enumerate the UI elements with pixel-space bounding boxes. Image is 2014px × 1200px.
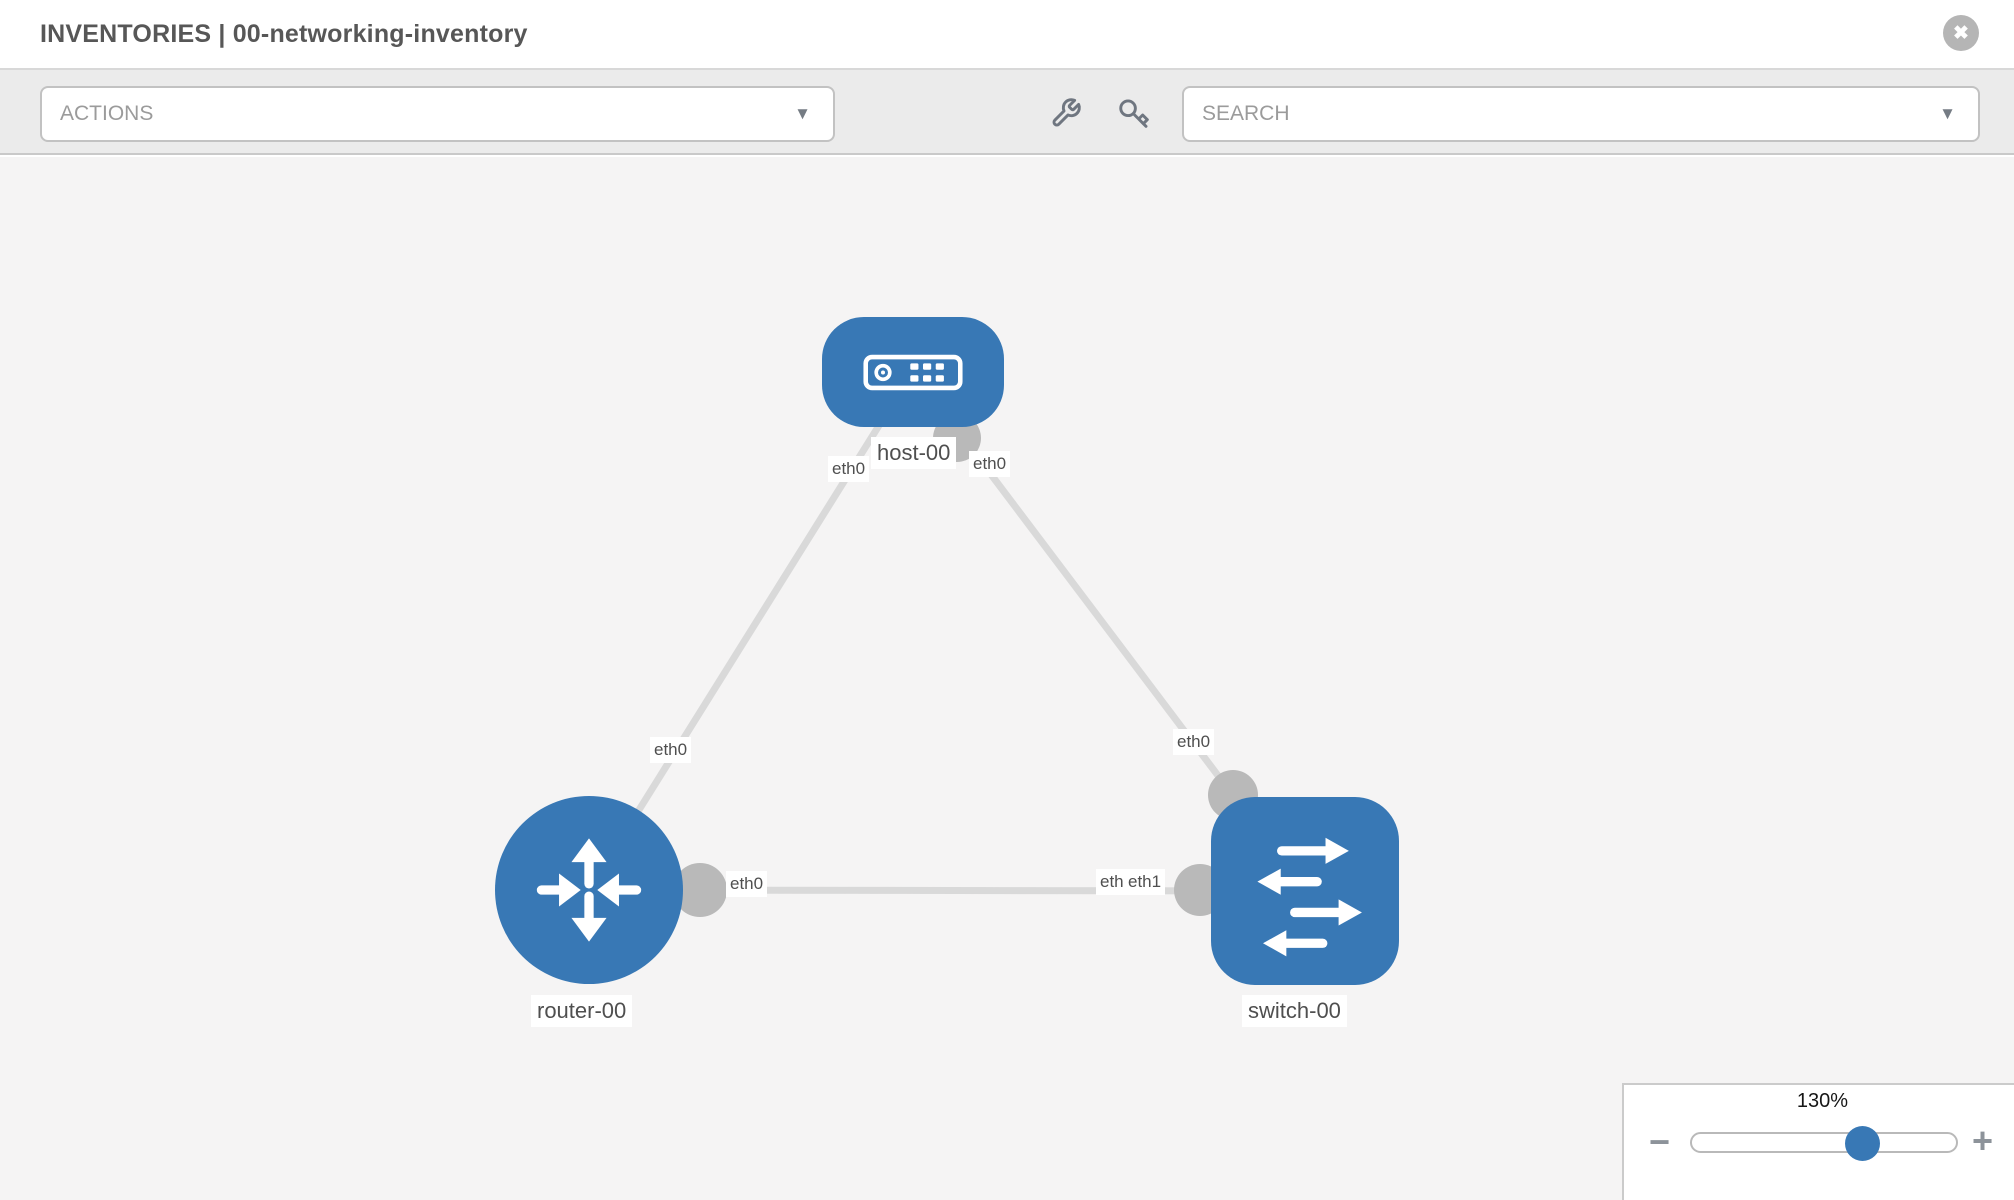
host-icon: [863, 354, 963, 390]
search-placeholder: SEARCH: [1202, 102, 1290, 125]
interface-label-router-eth0-right: eth0: [726, 871, 768, 897]
zoom-level-value: 130%: [1796, 1090, 1849, 1112]
node-label-switch-00: switch-00: [1242, 995, 1347, 1027]
zoom-slider-track[interactable]: [1690, 1132, 1958, 1153]
toolbar: ACTIONS ▼ SEARCH ▼: [0, 70, 2014, 155]
interface-label-switch-eth1: eth1: [1124, 869, 1166, 895]
switch-icon: [1257, 837, 1362, 957]
interface-label-host-eth0-left: eth0: [828, 456, 870, 482]
chevron-down-icon: ▼: [1939, 104, 1956, 123]
actions-dropdown-label: ACTIONS: [60, 102, 154, 125]
actions-dropdown[interactable]: ACTIONS ▼: [40, 86, 835, 142]
interface-dot-router-eth0: [673, 863, 727, 917]
router-icon: [536, 838, 642, 942]
node-label-router-00: router-00: [531, 995, 633, 1027]
interface-label-host-eth0-right: eth0: [969, 451, 1011, 477]
page-title: INVENTORIES | 00-networking-inventory: [40, 19, 528, 48]
wrench-icon[interactable]: [1050, 97, 1082, 129]
zoom-slider-thumb[interactable]: [1845, 1126, 1880, 1161]
interface-label-switch-eth0-top: eth0: [1173, 729, 1215, 755]
header: INVENTORIES | 00-networking-inventory ✖: [0, 0, 2014, 70]
search-input[interactable]: SEARCH ▼: [1182, 86, 1980, 142]
node-router-00[interactable]: [495, 796, 683, 984]
interface-label-router-eth0-top: eth0: [650, 737, 692, 763]
node-host-00[interactable]: [822, 317, 1004, 427]
topology-canvas[interactable]: [0, 157, 2014, 1200]
close-icon[interactable]: ✖: [1943, 15, 1979, 51]
zoom-out-button[interactable]: −: [1649, 1121, 1671, 1162]
zoom-in-button[interactable]: +: [1972, 1120, 1994, 1161]
chevron-down-icon: ▼: [794, 104, 811, 123]
key-icon[interactable]: [1118, 97, 1150, 129]
node-label-host-00: host-00: [871, 437, 957, 469]
node-switch-00[interactable]: [1211, 797, 1399, 985]
